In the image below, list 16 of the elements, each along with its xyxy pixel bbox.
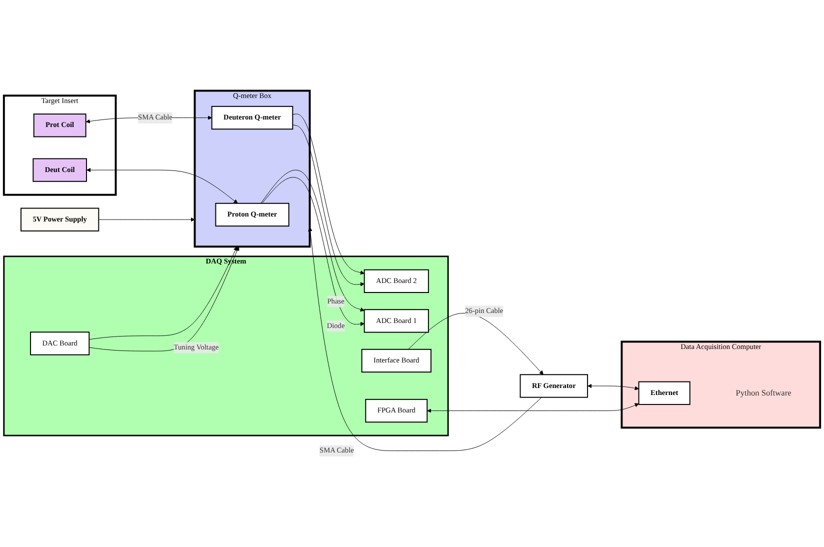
node-box [32,158,87,182]
cluster [3,256,449,436]
node-box [520,374,588,398]
cluster [194,90,311,248]
node-box [215,202,290,227]
node-box [365,398,428,423]
node-box [33,114,86,138]
node-box [364,269,429,293]
cluster [620,340,822,429]
node-box [211,106,294,130]
node-box [364,309,429,333]
node-box [20,208,100,232]
node-box [30,332,90,356]
cluster [2,94,117,196]
node-box [638,381,690,405]
node-box [361,348,432,373]
